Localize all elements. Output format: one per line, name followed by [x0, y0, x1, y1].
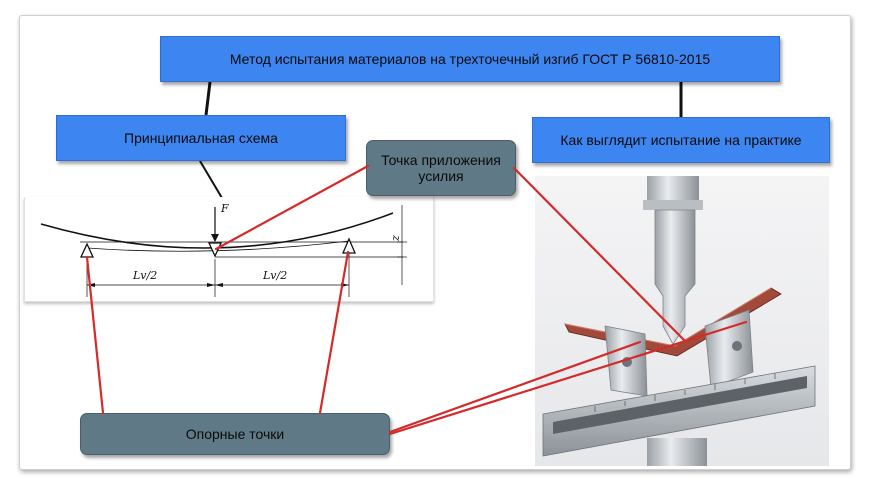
connector-left [204, 81, 212, 116]
deflection-label: z [389, 235, 402, 242]
test-setup-illustration [535, 176, 829, 466]
support-left-icon [79, 242, 95, 258]
force-arrow-head [211, 234, 219, 242]
scheme-heading-box: Принципиальная схема [56, 115, 346, 161]
supports-callout: Опорные точки [80, 413, 390, 455]
supports-text: Опорные точки [185, 426, 285, 442]
span-right-label: Lv/2 [262, 269, 287, 282]
title-box: Метод испытания материалов на трехточечн… [160, 36, 780, 82]
title-text: Метод испытания материалов на трехточечн… [229, 50, 711, 67]
force-point-icon [207, 242, 223, 258]
practice-heading-text: Как выглядит испытание на практике [560, 131, 802, 148]
connector-scheme-down [199, 160, 223, 199]
force-point-callout: Точка приложения усилия [366, 140, 516, 196]
bending-schematic: F Lv/2 Lv/2 z [24, 197, 434, 302]
force-point-text: Точка приложения усилия [381, 152, 501, 184]
scheme-heading-text: Принципиальная схема [124, 129, 278, 146]
span-left-label: Lv/2 [132, 269, 157, 282]
bottom-stand [647, 438, 707, 466]
practice-heading-box: Как выглядит испытание на практике [532, 117, 830, 163]
force-label: F [220, 202, 229, 215]
